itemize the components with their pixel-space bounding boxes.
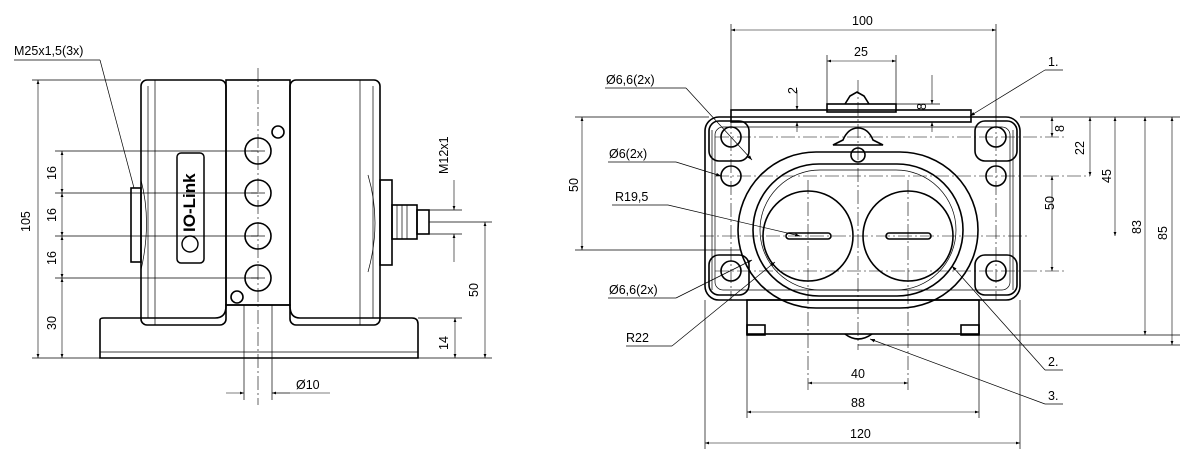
dim-50-side-label: 50 (467, 283, 481, 297)
callout-3-label: 3. (1048, 389, 1058, 403)
callout-2-label: 2. (1048, 355, 1058, 369)
dim-85-label: 85 (1156, 226, 1170, 240)
screw-bottom (230, 290, 244, 304)
callout-radius-19-5: R19,5 (615, 190, 648, 204)
dim-50-right-label: 50 (1043, 196, 1057, 210)
side-base-flange (99, 304, 419, 359)
side-view: IO-Link 105 16 16 16 30 M25x1,5(3x) M12x… (14, 44, 492, 405)
callout-hole-6: Ø6(2x) (609, 147, 647, 161)
callout-1-label: 1. (1048, 55, 1058, 69)
thread-callout: M25x1,5(3x) (14, 44, 83, 58)
dim-16c-label: 16 (45, 251, 59, 265)
dim-83-label: 83 (1130, 220, 1144, 234)
side-left-gland (130, 187, 142, 263)
dim-100-label: 100 (852, 14, 873, 28)
lens-left-slot (785, 232, 832, 240)
dim-105-label: 105 (19, 211, 33, 232)
callout-hole-6-6-top: Ø6,6(2x) (606, 73, 655, 87)
io-link-logo: IO-Link (176, 152, 205, 264)
dim-88-label: 88 (851, 396, 865, 410)
dim-50-left-label: 50 (567, 178, 581, 192)
dim-2-label: 2 (786, 87, 800, 94)
side-right-gland (379, 179, 393, 266)
dim-8-top-label: 8 (915, 103, 929, 110)
dim-16a-label: 16 (45, 166, 59, 180)
actuator-block (826, 103, 897, 113)
dim-14-label: 14 (437, 336, 451, 350)
io-link-logo-text: IO-Link (180, 173, 199, 232)
dim-8-right-label: 8 (1053, 125, 1067, 132)
actuator-tip (844, 91, 870, 105)
m12-connector (391, 204, 418, 240)
dim-120-label: 120 (850, 427, 871, 441)
dim-45-label: 45 (1100, 169, 1114, 183)
callout-hole-6-6-bottom: Ø6,6(2x) (609, 283, 658, 297)
dim-40-label: 40 (851, 367, 865, 381)
dim-22-label: 22 (1073, 141, 1087, 155)
front-base (746, 299, 980, 335)
front-view: 100 25 2 8 50 Ø6,6(2x) Ø6(2x) R19,5 Ø6,6… (567, 14, 1180, 449)
m12-callout: M12x1 (437, 136, 451, 174)
screw-top (271, 125, 285, 139)
dim-16b-label: 16 (45, 208, 59, 222)
side-housing-right-block (289, 79, 381, 326)
callout-radius-22: R22 (626, 331, 649, 345)
dim-25-label: 25 (854, 45, 868, 59)
dim-30-label: 30 (45, 316, 59, 330)
dim-diameter-10-label: Ø10 (296, 378, 320, 392)
